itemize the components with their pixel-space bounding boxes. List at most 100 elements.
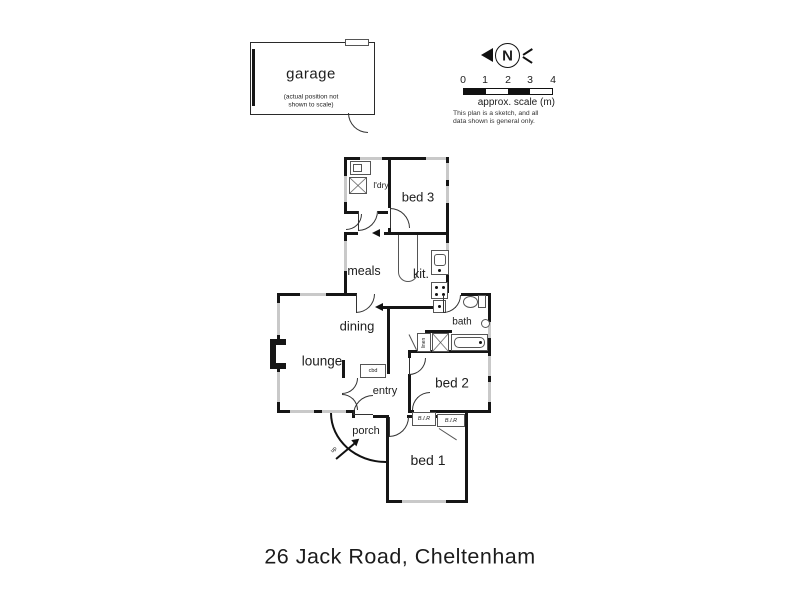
window [402, 500, 446, 503]
label-linen: linen [421, 337, 427, 348]
compass-chevron-icon [522, 56, 533, 64]
compass-west-arrow-icon [481, 48, 493, 62]
garage-inner-wall [252, 49, 255, 106]
window [322, 410, 346, 413]
built-in-robe-left [412, 412, 436, 426]
wall [342, 360, 345, 378]
stove-burner-icon [442, 293, 445, 296]
wall [277, 410, 355, 413]
wall [383, 306, 443, 309]
window [290, 410, 314, 413]
label-porch-up: up [329, 445, 339, 455]
kitchen-counter [398, 235, 418, 282]
door-arc-bed1 [389, 417, 409, 437]
door-arc-bed3 [390, 208, 410, 228]
room-label-entry: entry [372, 385, 398, 397]
stove-burner-icon [435, 286, 438, 289]
window [277, 372, 280, 402]
room-label-bath: bath [452, 316, 472, 328]
scale-tick-3: 3 [527, 74, 533, 86]
garage-note-line1: (actual position not [283, 93, 339, 101]
compass-circle-icon [495, 43, 520, 68]
bathtub-inner [454, 337, 485, 348]
built-in-robe-right [437, 414, 465, 427]
garage-window [345, 39, 369, 46]
compass-chevron-icon [522, 48, 533, 56]
door-arc-bath [443, 295, 461, 313]
door-arc-bed2 [409, 358, 426, 375]
wall [386, 415, 389, 503]
wall [408, 350, 411, 358]
window [446, 186, 449, 203]
wall [378, 211, 388, 214]
linen-door-leaf [408, 334, 417, 350]
wall [344, 157, 449, 160]
scale-tick-2: 2 [505, 74, 511, 86]
scale-bar-segment [508, 89, 530, 94]
window [300, 293, 326, 296]
garage-label: garage [286, 65, 336, 83]
wall [461, 293, 491, 296]
washing-machine [349, 177, 367, 194]
label-bir-left: B.I.R [417, 416, 431, 422]
scale-tick-1: 1 [482, 74, 488, 86]
robe-door-leaf [438, 428, 457, 441]
window [488, 356, 491, 376]
wall [430, 410, 491, 413]
scale-caption: approx. scale (m) [477, 97, 555, 108]
shower [432, 333, 449, 352]
scale-bar-segment [486, 89, 508, 94]
bathtub-drain-icon [479, 341, 482, 344]
door-arc-dining [356, 294, 375, 313]
linen-cupboard [417, 333, 431, 352]
hall-direction-arrow-icon [375, 303, 383, 311]
scale-disclaimer-line1: This plan is a sketch, and all [453, 110, 539, 117]
hall-direction-arrow-icon [372, 229, 380, 237]
label-bir-right: B.I.R [444, 417, 458, 424]
laundry-trough-bowl [353, 164, 362, 172]
page-title: 26 Jack Road, Cheltenham [264, 544, 536, 569]
wall [408, 350, 491, 353]
window [344, 176, 347, 202]
room-label-bed3: bed 3 [401, 189, 435, 205]
scale-disclaimer-line2: data shown is general only. [453, 118, 535, 125]
door-leaf [409, 358, 411, 375]
garage-outline [250, 42, 375, 115]
label-cupboard: cbd [368, 368, 378, 374]
oven-dial-icon [438, 305, 441, 308]
toilet-cistern [478, 295, 486, 308]
room-label-lounge: lounge [301, 353, 343, 369]
door-leaf [389, 417, 391, 437]
door-leaf [356, 294, 358, 313]
door-arc-lounge-upper [342, 378, 358, 394]
garage-door-opening [347, 111, 368, 114]
room-label-meals: meals [347, 264, 381, 278]
door-arc-front [353, 395, 373, 415]
door-leaf [390, 208, 392, 228]
window [488, 382, 491, 402]
wall [344, 232, 358, 235]
kitchen-sink-bowl [434, 254, 446, 266]
stove-burner-icon [435, 293, 438, 296]
wall [388, 228, 391, 232]
wall [387, 306, 390, 374]
room-label-laundry: l'dry [373, 180, 389, 190]
room-label-bed1: bed 1 [410, 452, 446, 468]
window [426, 157, 446, 160]
window [446, 163, 449, 180]
garage-door-arc [348, 113, 368, 133]
room-label-porch: porch [352, 425, 380, 437]
room-label-dining: dining [339, 318, 375, 334]
scale-tick-0: 0 [460, 74, 466, 86]
scale-bar [463, 88, 553, 95]
door-arc-robe [412, 392, 430, 410]
garage-note-line2: shown to scale) [288, 101, 334, 109]
entry-cupboard [360, 364, 386, 378]
bath-basin [481, 319, 490, 328]
wall [384, 232, 449, 235]
toilet-bowl [463, 296, 478, 308]
scale-tick-4: 4 [550, 74, 556, 86]
stove-burner-icon [442, 286, 445, 289]
wall [388, 157, 391, 208]
